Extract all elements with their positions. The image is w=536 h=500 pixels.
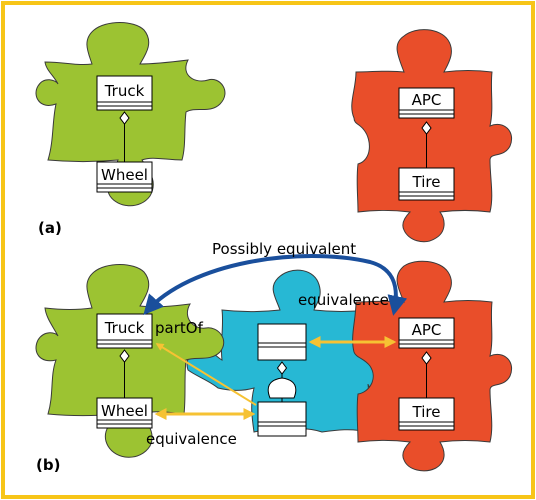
class-label-wheel-b: Wheel	[101, 402, 148, 420]
class-label-wheel-a: Wheel	[101, 166, 148, 184]
class-box-wheel-a	[96, 161, 153, 193]
panel-label-b: (b)	[36, 456, 60, 474]
class-box-empty-top	[257, 323, 307, 361]
possibly-equivalent-arc	[143, 254, 408, 316]
class-label-truck-b: Truck	[104, 319, 145, 337]
panel-label-a: (a)	[38, 219, 62, 237]
class-box-tire-b	[398, 397, 455, 431]
class-label-tire-b: Tire	[412, 403, 441, 421]
panel-b: Truck Wheel APC Tire Possibly equivalent	[35, 240, 512, 474]
puzzle-piece-red-a	[351, 29, 512, 243]
class-box-empty-bottom	[257, 401, 307, 437]
puzzle-piece-green-a	[35, 22, 226, 207]
class-label-tire-a: Tire	[412, 173, 441, 191]
possibly-equivalent-label: Possibly equivalent	[212, 240, 356, 258]
partof-arrow	[155, 343, 257, 406]
class-box-tire-a	[398, 167, 455, 201]
class-box-apc-a	[398, 87, 455, 119]
class-label-apc-a: APC	[412, 91, 442, 109]
class-box-truck-a	[96, 75, 153, 111]
class-box-truck-b	[96, 313, 153, 349]
class-box-apc-b	[398, 317, 455, 349]
class-label-truck-a: Truck	[104, 82, 145, 100]
class-box-wheel-b	[96, 397, 153, 429]
panel-a: Truck Wheel APC Tire (a)	[35, 22, 512, 243]
equivalence-label-top: equivalence	[298, 291, 389, 309]
class-label-apc-b: APC	[412, 321, 442, 339]
association-arc	[267, 377, 297, 399]
equivalence-label-bottom: equivalence	[146, 430, 237, 448]
partof-label: partOf	[155, 319, 204, 337]
